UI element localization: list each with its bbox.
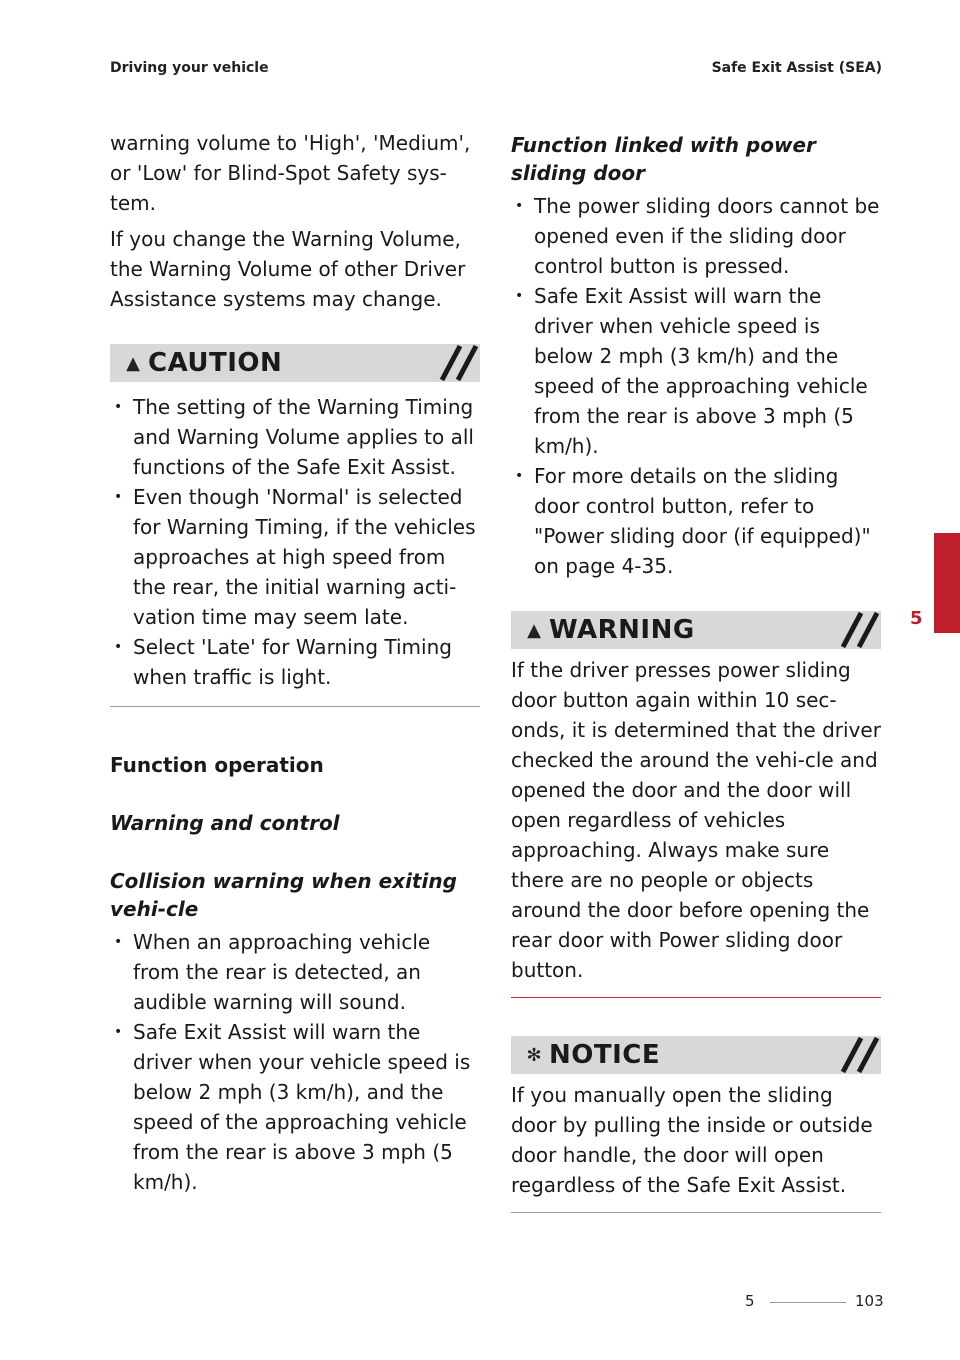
subheading-warning-control: Warning and control xyxy=(110,811,340,835)
power-sliding-list: •The power sliding doors cannot be opene… xyxy=(511,191,881,581)
list-item: •The power sliding doors cannot be opene… xyxy=(515,194,880,278)
list-item: •When an approaching vehicle from the re… xyxy=(114,930,431,1014)
chapter-side-number: 5 xyxy=(910,608,923,629)
caution-list: •The setting of the Warning Timing and W… xyxy=(110,392,480,692)
asterisk-icon: ✻ xyxy=(526,1044,542,1066)
warning-end-rule xyxy=(511,997,881,998)
caution-banner: ▲ CAUTION xyxy=(110,344,480,382)
warning-triangle-icon: ▲ xyxy=(126,352,140,374)
notice-title: NOTICE xyxy=(549,1040,661,1070)
chapter-side-tab xyxy=(934,533,960,633)
warning-banner: ▲ WARNING xyxy=(511,611,881,649)
running-header-right: Safe Exit Assist (SEA) xyxy=(711,60,882,76)
list-item: •For more details on the sliding door co… xyxy=(515,464,871,578)
footer-chapter-number: 5 xyxy=(745,1292,755,1310)
list-item: •Select 'Late' for Warning Timing when t… xyxy=(114,635,452,689)
warning-title: WARNING xyxy=(549,615,695,645)
notice-text: If you manually open the sliding door by… xyxy=(511,1083,873,1197)
collision-warning-list: •When an approaching vehicle from the re… xyxy=(110,927,480,1197)
list-item: •The setting of the Warning Timing and W… xyxy=(114,395,474,479)
running-header-left: Driving your vehicle xyxy=(110,60,269,76)
caution-end-rule xyxy=(110,706,480,707)
subheading-collision-warning: Collision warning when exiting vehi-cle xyxy=(110,869,457,921)
warning-text: If the driver presses power sliding door… xyxy=(511,658,881,982)
notice-banner: ✻ NOTICE xyxy=(511,1036,881,1074)
intro-paragraph-1: warning volume to 'High', 'Medium', or '… xyxy=(110,131,471,215)
right-column: Function linked with power sliding door … xyxy=(511,128,881,1213)
caution-title: CAUTION xyxy=(148,348,283,378)
notice-end-rule xyxy=(511,1212,881,1213)
list-item: •Even though 'Normal' is selected for Wa… xyxy=(114,485,476,629)
footer-divider xyxy=(770,1302,846,1303)
list-item: •Safe Exit Assist will warn the driver w… xyxy=(515,284,868,458)
subheading-power-sliding-door: Function linked with power sliding door xyxy=(511,133,816,185)
left-column: warning volume to 'High', 'Medium', or '… xyxy=(110,128,480,1197)
warning-triangle-icon: ▲ xyxy=(527,619,541,641)
banner-slash-decoration xyxy=(439,344,479,382)
list-item: •Safe Exit Assist will warn the driver w… xyxy=(114,1020,471,1194)
section-heading: Function operation xyxy=(110,753,324,777)
banner-slash-decoration xyxy=(840,611,880,649)
footer-page-number: 103 xyxy=(855,1292,884,1310)
banner-slash-decoration xyxy=(840,1036,880,1074)
intro-paragraph-2: If you change the Warning Volume, the Wa… xyxy=(110,227,466,311)
